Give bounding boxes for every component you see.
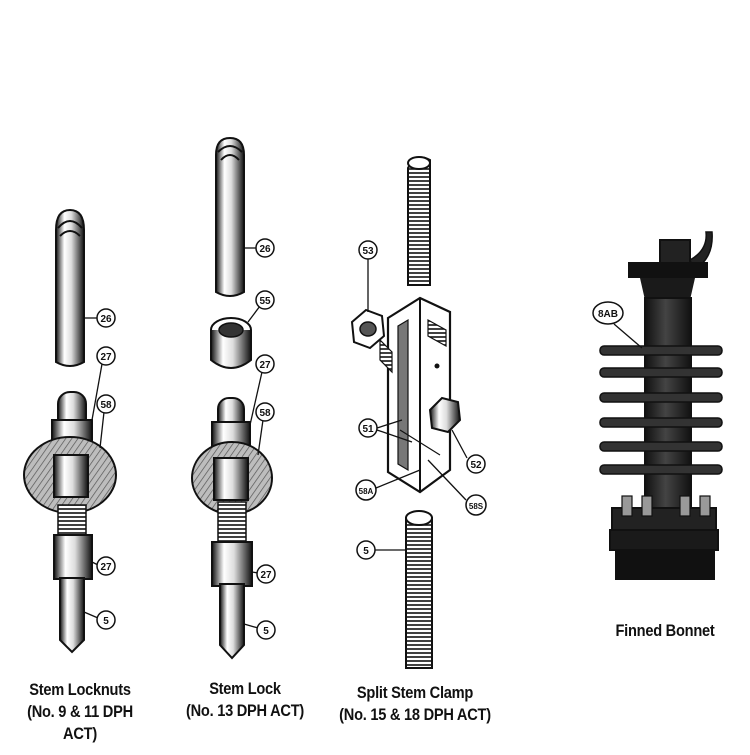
caption-stem-locknuts-subtitle: (No. 9 & 11 DPH ACT) [27,702,133,743]
caption-stem-lock: Stem Lock (No. 13 DPH ACT) [181,678,310,722]
callout-locknuts-58: 58 [100,400,112,411]
caption-finned-bonnet: Finned Bonnet [601,620,730,642]
callout-locknuts-5: 5 [103,616,109,627]
callout-clamp-52: 52 [470,460,482,471]
stem-lock-assembly: 26 55 27 58 27 5 [191,136,276,660]
bonnet-fins [599,345,723,475]
callout-clamp-53: 53 [362,246,374,257]
callout-locknuts-27-upper: 27 [100,352,112,363]
caption-stem-lock-title: Stem Lock [209,679,281,698]
callout-clamp-51: 51 [362,424,374,435]
finned-bonnet-assembly: 8AB [592,231,723,580]
caption-finned-bonnet-title: Finned Bonnet [615,621,715,640]
caption-stem-locknuts-title: Stem Locknuts [29,680,131,699]
callout-lock-5: 5 [263,626,269,637]
caption-split-stem-clamp-subtitle: (No. 15 & 18 DPH ACT) [339,705,491,724]
callout-lock-26: 26 [259,244,271,255]
caption-stem-locknuts: Stem Locknuts (No. 9 & 11 DPH ACT) [11,679,149,745]
caption-split-stem-clamp: Split Stem Clamp (No. 15 & 18 DPH ACT) [338,682,493,726]
callout-clamp-58s: 58S [469,502,484,511]
split-stem-clamp-assembly: 53 51 52 58A 58S 5 [350,156,487,669]
callout-bonnet-8ab: 8AB [598,309,618,320]
callout-clamp-5: 5 [363,546,369,557]
caption-stem-lock-subtitle: (No. 13 DPH ACT) [186,701,304,720]
callout-locknuts-27-lower: 27 [100,562,112,573]
caption-split-stem-clamp-title: Split Stem Clamp [356,683,474,702]
callout-lock-27-upper: 27 [259,360,271,371]
callout-clamp-58a: 58A [359,487,374,496]
callout-lock-55: 55 [259,296,271,307]
stem-locknuts-assembly: 26 27 58 27 5 [23,208,117,654]
callout-locknuts-26: 26 [100,314,112,325]
callout-lock-58: 58 [259,408,271,419]
callout-lock-27-lower: 27 [260,570,272,581]
